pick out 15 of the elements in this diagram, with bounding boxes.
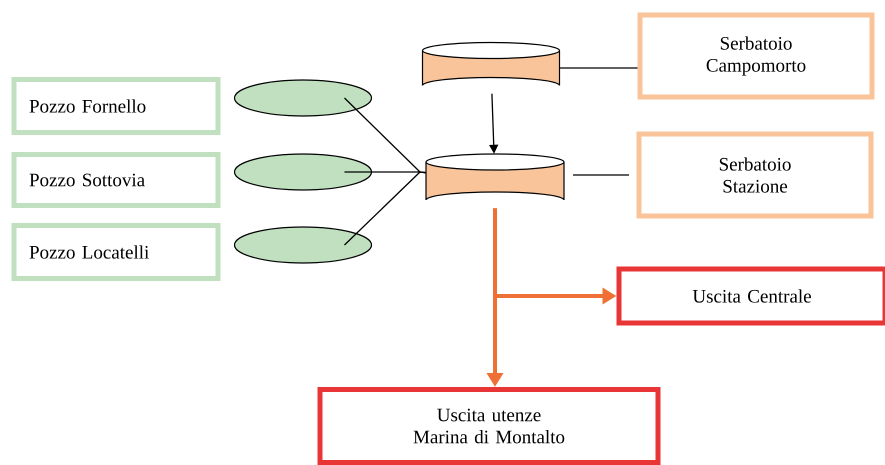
tank-box: Serbatoio Stazione — [636, 132, 874, 218]
tank-cylinder — [422, 42, 560, 86]
well-box: Pozzo Locatelli — [12, 223, 220, 281]
connector-line — [344, 171, 426, 246]
outlet-box: Uscita Centrale — [616, 266, 885, 326]
well-box: Pozzo Sottovia — [12, 152, 220, 208]
well-ellipse — [234, 79, 372, 117]
connector-line — [573, 174, 629, 176]
well-ellipse — [234, 226, 372, 264]
outlet-box: Uscita utenze Marina di Montalto — [318, 387, 660, 465]
well-ellipse — [234, 153, 372, 191]
tank-box: Serbatoio Campomorto — [638, 12, 874, 100]
tank-cylinder — [425, 153, 565, 201]
connector-line — [560, 67, 638, 69]
well-box: Pozzo Fornello — [12, 77, 220, 135]
